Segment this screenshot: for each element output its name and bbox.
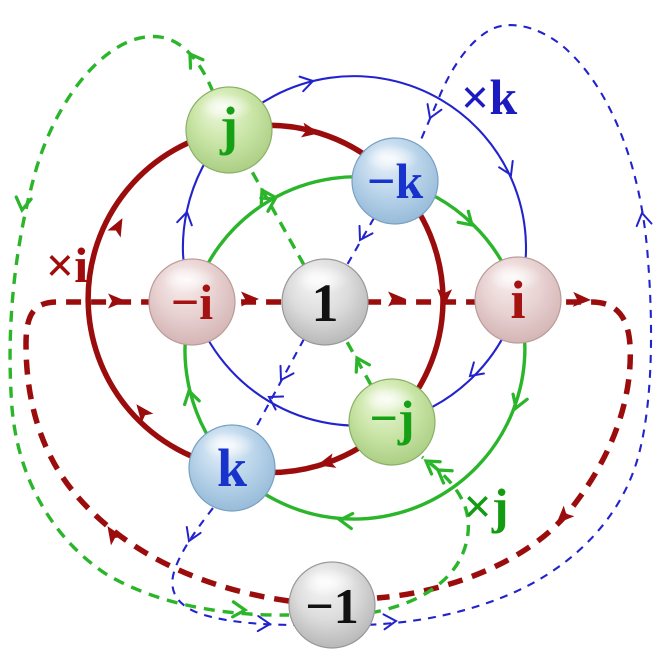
arrow-head-xk (468, 361, 485, 378)
arrow-head-xk (267, 395, 285, 411)
arrow-head-xi (556, 505, 575, 524)
edge-xi-dashed-cycle (23, 299, 634, 604)
node-label: i (510, 270, 525, 330)
arrow-head-xj (354, 355, 371, 374)
edge-xj-dashed-1-to-j (248, 167, 306, 266)
node-minus-j: −j (348, 378, 436, 466)
arrow-head-xj (336, 511, 355, 531)
arrow-head-xk (176, 210, 193, 227)
arrow-head-xk (426, 103, 443, 120)
arrow-head-xk (635, 211, 653, 228)
node-label: −k (367, 153, 423, 209)
arrow-head-xi (317, 453, 337, 468)
arrow-head-xi (107, 218, 123, 238)
arrow-head-xi (136, 404, 154, 424)
node-j: j (185, 86, 273, 174)
node-1: 1 (281, 258, 369, 346)
arrow-head-xj (188, 51, 205, 70)
arrow-head-xi (108, 293, 126, 309)
arrow-head-xj (231, 600, 249, 619)
arrow-head-xi (437, 288, 453, 307)
edge-xj-dashed-mj-to-1 (344, 339, 373, 386)
sphere-gloss-highlight (302, 568, 356, 597)
node-label: j (219, 96, 238, 156)
arrow-head-xj (456, 209, 475, 228)
operation-labels: ×i ×j ×k (46, 69, 518, 534)
node-label: −i (171, 274, 213, 330)
arrow-head-xk (185, 526, 202, 543)
arrow-head-xk (382, 613, 398, 631)
sphere-gloss-highlight (202, 431, 256, 460)
sphere-gloss-highlight (295, 265, 349, 294)
label-xj: ×j (463, 478, 508, 534)
arrow-head-xi (300, 122, 320, 138)
node-minus-1: −1 (288, 561, 376, 649)
label-xk: ×k (461, 69, 517, 125)
node-label: 1 (312, 273, 339, 333)
arrow-head-xj (183, 388, 201, 407)
arrow-head-xk (358, 224, 374, 242)
sphere-gloss-highlight (362, 385, 416, 414)
node-label: −1 (305, 578, 359, 634)
edge-xj-dashed-m1-to-mj (369, 455, 471, 615)
node-label: −j (369, 390, 414, 446)
sphere-gloss-highlight (199, 93, 253, 122)
node-k: k (188, 424, 276, 512)
edge-xk-dashed-1-to-k (253, 338, 305, 432)
group-element-nodes: j −k −i 1 i −j k −1 (148, 86, 562, 649)
edge-xk-dashed-mk-to-1 (346, 217, 375, 266)
arrow-head-xj (14, 195, 33, 214)
node-i: i (474, 256, 562, 344)
node-label: k (217, 438, 247, 498)
edge-xj-dashed-j-to-m1 (8, 34, 290, 617)
edge-xk-dashed-k-to-mk-wrap (171, 24, 653, 627)
arrow-head-xj (511, 392, 529, 411)
arrow-head-xj (423, 459, 442, 476)
arrow-head-xj (259, 187, 276, 206)
arrow-head-xk (298, 75, 315, 93)
sphere-gloss-highlight (365, 144, 419, 173)
arrowheads (14, 51, 653, 633)
label-xi: ×i (46, 237, 88, 293)
sphere-gloss-highlight (162, 265, 216, 294)
arrow-head-xk (498, 159, 514, 177)
node-minus-i: −i (148, 258, 236, 346)
arrow-head-xk (256, 615, 272, 633)
arrow-head-xk (279, 364, 295, 382)
arrow-head-xj (259, 196, 278, 213)
node-minus-k: −k (351, 137, 439, 225)
arrow-head-xj (435, 468, 454, 485)
arrow-head-xi (388, 291, 406, 307)
arrow-head-xi (107, 526, 124, 546)
arrow-head-xi (572, 291, 591, 307)
arrow-head-xi (241, 291, 259, 307)
sphere-gloss-highlight (488, 263, 542, 292)
